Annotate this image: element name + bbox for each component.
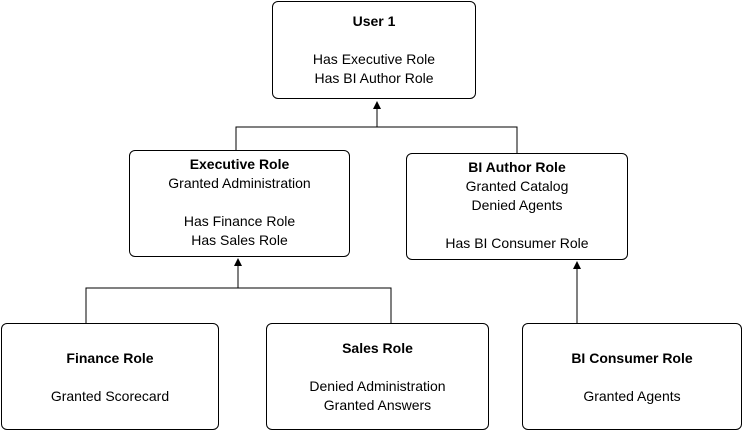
user1-title: User 1: [352, 13, 396, 29]
sales-role-line: Granted Answers: [323, 397, 432, 413]
bi-consumer-role-box: BI Consumer Role Granted Agents: [522, 323, 742, 430]
executive-role-line: Has Sales Role: [191, 232, 288, 248]
sales-role-title: Sales Role: [342, 340, 413, 356]
user1-line: Has Executive Role: [312, 51, 436, 67]
executive-role-title: Executive Role: [189, 156, 290, 172]
user1-box: User 1 Has Executive Role Has BI Author …: [272, 1, 476, 99]
finance-role-line: Granted Scorecard: [50, 388, 170, 404]
executive-role-line: Granted Administration: [168, 175, 311, 191]
bi-consumer-role-title: BI Consumer Role: [571, 350, 693, 366]
bi-author-role-line: Denied Agents: [471, 197, 563, 213]
finance-role-box: Finance Role Granted Scorecard: [1, 323, 219, 430]
bi-author-role-title: BI Author Role: [468, 159, 566, 175]
bi-consumer-role-line: Granted Agents: [583, 388, 681, 404]
finance-role-title: Finance Role: [66, 350, 154, 366]
executive-role-box: Executive Role Granted Administration Ha…: [129, 150, 350, 257]
executive-role-line: Has Finance Role: [183, 213, 296, 229]
sales-role-line: Denied Administration: [309, 378, 446, 394]
user1-line: Has BI Author Role: [314, 70, 434, 86]
sales-role-box: Sales Role Denied Administration Granted…: [266, 323, 489, 430]
connector-finance-sales: [85, 287, 392, 323]
bi-author-role-line: Has BI Consumer Role: [445, 235, 589, 251]
bi-author-role-line: Granted Catalog: [465, 178, 569, 194]
bi-author-role-box: BI Author Role Granted Catalog Denied Ag…: [406, 153, 628, 260]
